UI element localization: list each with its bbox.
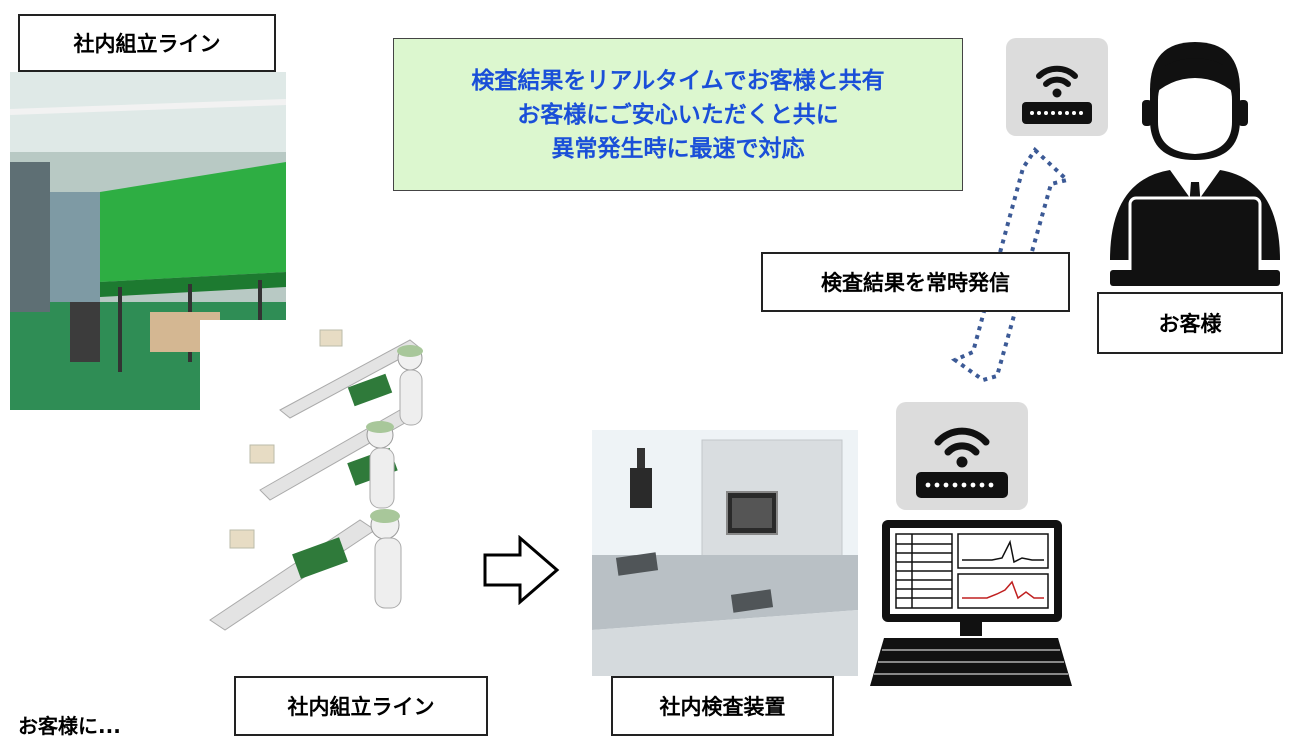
factory-router bbox=[896, 402, 1028, 510]
message-line-3: 異常発生時に最速で対応 bbox=[551, 135, 805, 162]
customer-label: お客様 bbox=[1097, 292, 1283, 354]
right-arrow-icon bbox=[483, 535, 560, 605]
top-left-label: 社内組立ライン bbox=[18, 14, 276, 72]
message-box: 検査結果をリアルタイムでお客様と共有 お客様にご安心いただくと共に 異常発生時に… bbox=[393, 38, 963, 191]
monitor-computer-icon bbox=[870, 520, 1072, 686]
inspection-device-label: 社内検査装置 bbox=[611, 676, 834, 736]
wifi-router-icon bbox=[916, 427, 1008, 498]
customer-router bbox=[1006, 38, 1108, 136]
cut-off-text: お客様に... bbox=[18, 714, 121, 738]
assembly-line-label: 社内組立ライン bbox=[234, 676, 488, 736]
message-line-1: 検査結果をリアルタイムでお客様と共有 bbox=[471, 67, 885, 94]
wifi-router-icon bbox=[1022, 65, 1092, 124]
factory-photo bbox=[10, 72, 286, 410]
message-line-2: お客様にご安心いただくと共に bbox=[517, 101, 839, 128]
broadcast-label: 検査結果を常時発信 bbox=[761, 252, 1070, 312]
inspection-machine-illustration bbox=[592, 430, 858, 676]
assembly-workers-illustration bbox=[200, 320, 470, 680]
customer-person-icon bbox=[1110, 42, 1280, 286]
